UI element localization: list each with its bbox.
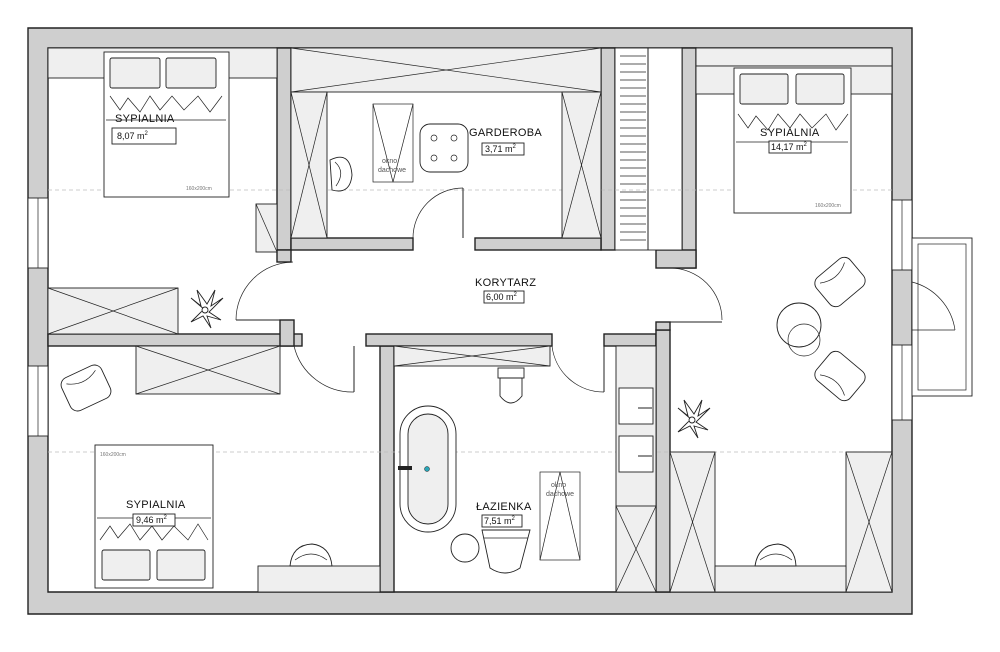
room-area: 9,46 m2: [136, 515, 168, 525]
svg-text:160x200cm: 160x200cm: [100, 452, 126, 458]
roof-window-note: okno: [551, 482, 566, 489]
roof-window-note: dachowe: [546, 491, 574, 498]
window-left-lower: [27, 365, 49, 437]
room-label: GARDEROBA: [469, 127, 542, 139]
armchair: [814, 350, 866, 402]
plant-icon: [190, 289, 224, 329]
armchair: [814, 256, 866, 308]
armchair: [60, 364, 112, 412]
ottoman: [419, 123, 469, 173]
bathtub: [398, 405, 457, 533]
room-label: SYPIALNIA: [126, 499, 186, 511]
room-label: SYPIALNIA: [760, 127, 820, 139]
room-area: 7,51 m2: [484, 516, 516, 526]
room-label: ŁAZIENKA: [476, 501, 532, 513]
room-label: KORYTARZ: [475, 277, 536, 289]
toilet: [497, 367, 525, 404]
room-label: SYPIALNIA: [115, 113, 175, 125]
interior-walls: [47, 47, 697, 593]
wardrobe: okno dachowe GARDEROBA 3,71 m2: [290, 47, 602, 239]
bedroom-3: 160x200cm SYPIALNIA 9,46 m2: [60, 345, 381, 593]
balcony: [911, 237, 973, 397]
window-right-upper: [891, 199, 913, 271]
roof-window-note: dachowe: [378, 167, 406, 174]
window-right-lower: [891, 344, 913, 421]
stairs: [614, 47, 683, 251]
room-area: 14,17 m2: [771, 142, 808, 152]
window-left-upper: [27, 197, 49, 269]
svg-text:160x200cm: 160x200cm: [815, 203, 841, 209]
bedroom-1: 160x200cm SYPIALNIA 8,07 m2: [47, 47, 294, 335]
bathroom: okno dachowe ŁAZIENKA 7,51 m2: [393, 345, 657, 593]
roof-window-note: okno: [382, 158, 397, 165]
room-area: 6,00 m2: [486, 292, 518, 302]
svg-text:160x200cm: 160x200cm: [186, 186, 212, 192]
corridor: KORYTARZ 6,00 m2: [293, 277, 605, 393]
bedroom-2: 160x200cm SYPIALNIA 14,17 m2: [669, 47, 893, 593]
stool: [450, 533, 480, 563]
plant-icon: [677, 399, 711, 439]
room-area: 8,07 m2: [117, 131, 149, 141]
room-area: 3,71 m2: [485, 144, 517, 154]
